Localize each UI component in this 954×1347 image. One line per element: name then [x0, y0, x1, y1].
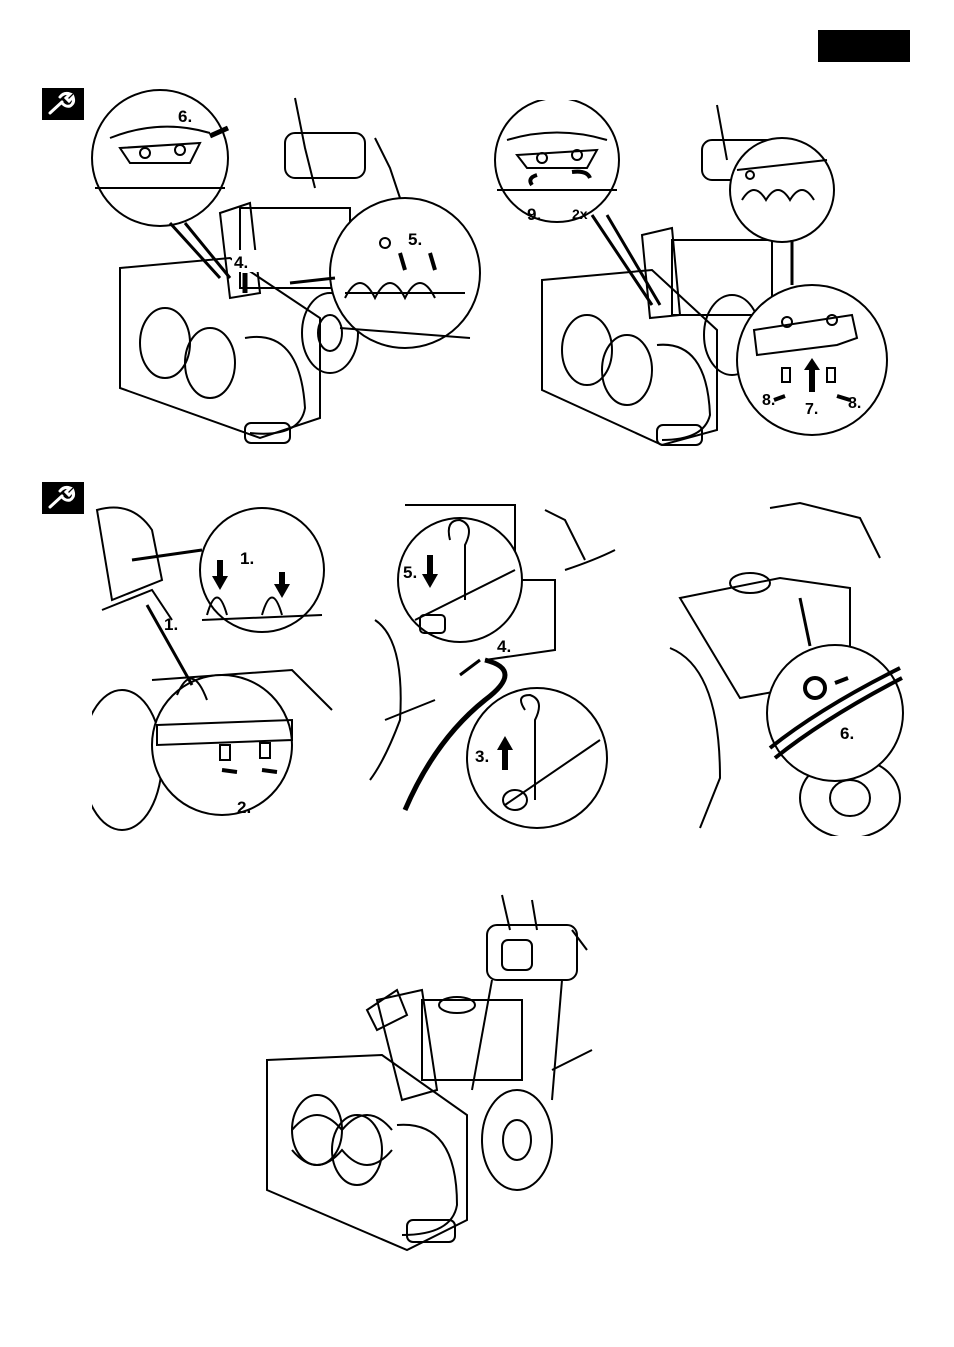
step-label-4: 4. [234, 253, 248, 272]
step-label-6: 6. [840, 724, 854, 743]
page-corner-tab [818, 30, 910, 62]
panel-cable-guide: 6. [660, 498, 910, 836]
step-label-9: 9. [527, 205, 541, 224]
figure-remove-auger-housing-left: 6. 5. 4. [90, 88, 490, 458]
step-label-8b: 8. [848, 395, 861, 412]
step-label-5: 5. [403, 563, 417, 582]
step-label-7: 7. [805, 401, 818, 418]
figure-remove-auger-housing-right: 9. 2x 8. 7. 8. [492, 100, 902, 455]
step-label-6: 6. [178, 107, 192, 126]
wrench-icon [42, 88, 84, 120]
step-label-3: 3. [475, 747, 489, 766]
panel-chute-crank: 4. 5. 3. [365, 500, 617, 838]
step-label-5: 5. [408, 230, 422, 249]
step-label-1a: 1. [240, 549, 254, 568]
figure-assembled-snow-thrower [262, 890, 622, 1260]
step-label-8a: 8. [762, 392, 775, 409]
repeat-count-label: 2x [572, 206, 588, 222]
step-label-2: 2. [237, 798, 251, 817]
step-label-4: 4. [497, 637, 511, 656]
step-label-1b: 1. [164, 615, 178, 634]
wrench-icon [42, 482, 84, 514]
panel-auger-detail: 1. 2. 1. [92, 500, 340, 835]
